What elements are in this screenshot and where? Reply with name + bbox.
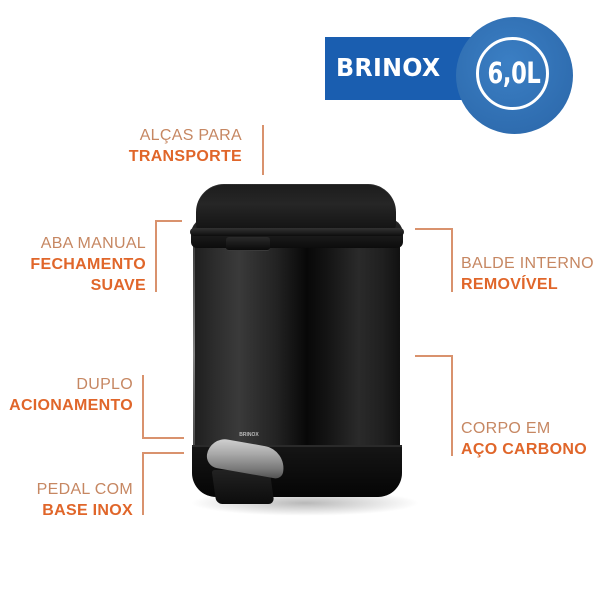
trash-bin-lid-lip <box>190 228 404 236</box>
callout-pedal: PEDAL COM BASE INOX <box>0 479 133 521</box>
callout-lid: ABA MANUAL FECHAMENTO SUAVE <box>0 233 146 296</box>
lid-handle <box>226 237 270 251</box>
callout-lid-light: ABA MANUAL <box>40 235 146 252</box>
capacity-value: 6,0L <box>487 56 541 90</box>
leader-line-lid-h <box>155 220 182 222</box>
callout-lid-bold-2: SUAVE <box>90 277 146 294</box>
capacity-ring <box>476 37 549 110</box>
callout-dual: DUPLO ACIONAMENTO <box>0 374 133 416</box>
leader-line-body-v <box>451 355 453 456</box>
callout-handles-light: ALÇAS PARA <box>139 127 242 144</box>
leader-line-body-h <box>415 355 452 357</box>
bin-highlight <box>193 230 195 480</box>
callout-lid-bold: FECHAMENTO <box>30 256 146 273</box>
callout-body: CORPO EM AÇO CARBONO <box>461 418 600 460</box>
callout-body-bold: AÇO CARBONO <box>461 441 587 458</box>
callout-dual-bold: ACIONAMENTO <box>9 397 133 414</box>
bin-logo: BRINOX <box>239 432 259 438</box>
callout-bucket: BALDE INTERNO REMOVÍVEL <box>461 253 600 295</box>
callout-body-light: CORPO EM <box>461 420 551 437</box>
leader-line-pedal-h <box>142 452 184 454</box>
callout-pedal-light: PEDAL COM <box>36 481 133 498</box>
brand-logo: BRINOX <box>336 53 441 82</box>
trash-bin-lid <box>196 184 396 234</box>
leader-line-bucket-v <box>451 228 453 292</box>
callout-handles: ALÇAS PARA TRANSPORTE <box>100 125 242 167</box>
callout-bucket-bold: REMOVÍVEL <box>461 276 558 293</box>
leader-line-bucket-h <box>415 228 452 230</box>
leader-line-dual-v <box>142 375 144 438</box>
leader-line-handles <box>262 125 264 175</box>
callout-dual-light: DUPLO <box>76 376 133 393</box>
callout-handles-bold: TRANSPORTE <box>128 148 242 165</box>
callout-bucket-light: BALDE INTERNO <box>461 255 594 272</box>
leader-line-lid-v <box>155 220 157 292</box>
brand-banner <box>325 37 475 100</box>
callout-pedal-bold: BASE INOX <box>42 502 133 519</box>
leader-line-pedal-v <box>142 452 144 515</box>
leader-line-dual-h <box>142 437 184 439</box>
